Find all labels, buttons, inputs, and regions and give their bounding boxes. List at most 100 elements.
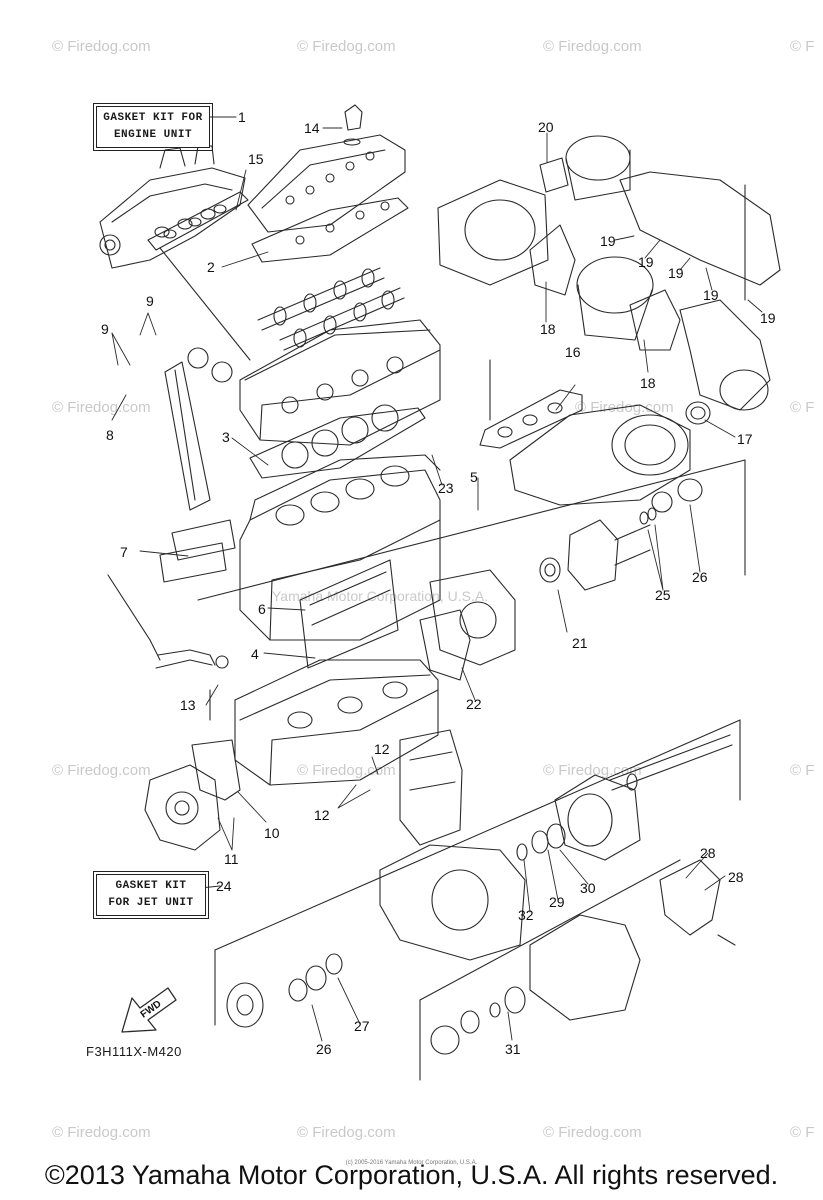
part-number: 29 [549,894,565,910]
part-number: 27 [354,1018,370,1034]
watermark: Yamaha Motor Corporation, U.S.A. [272,588,489,604]
watermark: © Firedog.com [297,38,396,55]
kit-label-line: ENGINE UNIT [113,129,193,141]
part-number: 24 [216,878,232,894]
output-housing [429,569,516,666]
intake-duct [554,774,641,861]
output-gasket [419,609,471,681]
head-cover-gasket [251,197,409,263]
watermark: © F [790,762,815,779]
copyright-notice: ©2013 Yamaha Motor Corporation, U.S.A. A… [44,1160,779,1190]
part-number: 19 [638,254,654,270]
watermark: © Firedog.com [543,38,642,55]
coupling [226,982,264,1028]
part-number: 16 [565,344,581,360]
watermark: © Firedog.com [52,38,151,55]
fwd-arrow-icon: FWD [121,987,177,1033]
part-number: 15 [248,151,264,167]
part-number: 5 [470,469,478,485]
crankcase [234,659,439,786]
part-number: 18 [640,375,656,391]
kit-label-line: GASKET KIT [115,880,187,892]
part-number: 32 [518,907,534,923]
part-number: 13 [180,697,196,713]
cylinder-head [239,319,441,446]
part-number: 9 [146,293,154,309]
part-number: 20 [538,119,554,135]
part-number: 28 [728,869,744,885]
watermark: © F [790,1124,815,1141]
part-number: 19 [668,265,684,281]
steering-bracket [659,859,736,946]
jet-unit-frame-lines [214,719,741,1081]
copyright-small-print: (c) 2005-2016 Yamaha Motor Corporation, … [345,1160,478,1166]
leader-lines [111,116,763,1042]
part-number: 17 [737,431,753,447]
water-pump-gasket [191,739,241,801]
part-number: 23 [438,480,454,496]
part-number: 22 [466,696,482,712]
throttle-seal [685,401,711,425]
watermark: © F [790,38,815,55]
part-number: 21 [572,635,588,651]
part-number: 26 [692,569,708,585]
nozzle-assembly [430,914,641,1055]
part-number: 14 [304,120,320,136]
kit-label-line: GASKET KIT FOR [103,112,203,124]
intake-manifold [509,404,691,506]
watermark: © Firedog.com [297,762,396,779]
timing-chain [164,347,233,511]
water-pump-housing [144,764,221,851]
watermark: © Firedog.com [52,399,151,416]
watermark: © Firedog.com [52,1124,151,1141]
impeller-shaft [609,734,733,791]
dipstick-tube [107,574,229,669]
part-number: 4 [251,646,259,662]
part-number: 11 [224,851,239,867]
part-number: 28 [700,845,716,861]
gasket-kit-engine-label: GASKET KIT FOR ENGINE UNIT [93,103,213,151]
seal-and-bearing [288,823,566,1002]
part-number: 12 [374,741,390,757]
kit-label-line: FOR JET UNIT [108,897,194,909]
exhaust-chamber [437,135,631,286]
engine-frame-lines [159,247,746,721]
part-number: 6 [258,601,266,617]
exhaust-gasket [147,191,249,251]
part-number: 30 [580,880,596,896]
watermark: © Firedog.com [52,762,151,779]
part-number: 18 [540,321,556,337]
figure-code: F3H111X-M420 [86,1044,182,1059]
part-number: 26 [316,1041,332,1057]
intake-gasket [479,389,583,449]
part-number: 31 [505,1041,521,1057]
gasket-kit-jet-label: GASKET KIT FOR JET UNIT [93,871,209,919]
oil-cooler-cover [159,519,399,669]
exhaust-manifold [99,145,246,269]
camshaft [257,267,405,351]
part-number: 10 [264,825,280,841]
part-number: 25 [655,587,671,603]
watermark: © Firedog.com [297,1124,396,1141]
watermark: © F [790,399,815,416]
muffler-gasket [529,157,576,296]
part-number: 3 [222,429,230,445]
water-lock [576,256,681,351]
cylinder-head-gasket [249,404,426,479]
part-number: 19 [760,310,776,326]
part-number: 8 [106,427,114,443]
part-number: 19 [600,233,616,249]
part-number: 2 [207,259,215,275]
cylinder-head-cover [247,104,406,233]
part-number: 9 [101,321,109,337]
watermark: © Firedog.com [543,762,642,779]
rear-cover [399,729,463,846]
part-number: 12 [314,807,330,823]
watermark: © Firedog.com [543,1124,642,1141]
jet-pump-housing [379,844,526,961]
part-number: 7 [120,544,128,560]
part-number: 1 [238,109,246,125]
bearing-housing [539,478,703,591]
part-number: 19 [703,287,719,303]
